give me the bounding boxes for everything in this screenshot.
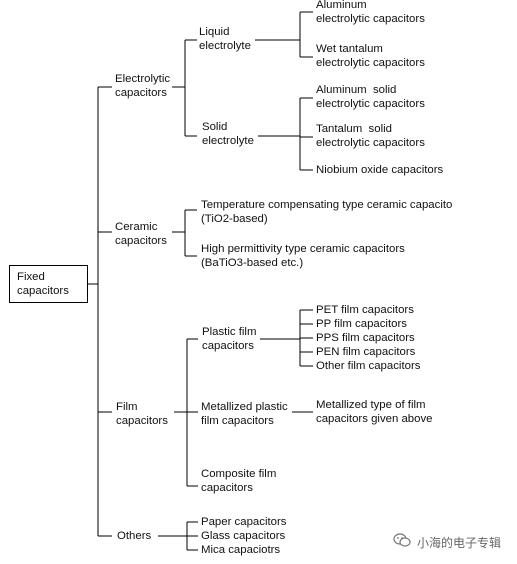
leaf-paper-capacitors: Paper capacitors (201, 516, 287, 528)
subcategory-metallized-plastic: Metallized plastic film capacitors (201, 401, 288, 427)
leaf-aluminum-solid: Aluminum solid electrolytic capacitors (316, 84, 425, 110)
wechat-icon (393, 533, 411, 551)
category-ceramic: Ceramic capacitors (115, 221, 167, 247)
category-others: Others (117, 530, 152, 542)
leaf-tantalum-solid: Tantalum solid electrolytic capacitors (316, 123, 425, 149)
root-node-box (9, 265, 88, 303)
leaf-pen-film: PEN film capacitors (316, 346, 416, 358)
leaf-aluminum-electrolytic: Aluminum electrolytic capacitors (316, 0, 425, 25)
watermark: 小海的电子专辑 (393, 532, 501, 552)
leaf-wet-tantalum: Wet tantalum electrolytic capacitors (316, 43, 425, 69)
root-node-label: Fixed capacitors (17, 271, 69, 297)
leaf-niobium-oxide: Niobium oxide capacitors (316, 164, 444, 176)
leaf-pet-film: PET film capacitors (316, 304, 414, 316)
leaf-pp-film: PP film capacitors (316, 318, 407, 330)
leaf-high-permittivity: High permittivity type ceramic capacitor… (201, 243, 405, 269)
leaf-glass-capacitors: Glass capacitors (201, 530, 286, 542)
subcategory-solid-electrolyte: Solid electrolyte (202, 121, 254, 147)
watermark-text: 小海的电子专辑 (417, 535, 502, 550)
leaf-mica-capacitors: Mica capaciotrs (201, 544, 281, 556)
subcategory-plastic-film: Plastic film capacitors (202, 326, 257, 352)
category-film: Film capacitors (116, 401, 168, 427)
leaf-metallized-type: Metallized type of film capacitors given… (316, 399, 433, 425)
category-electrolytic: Electrolytic capacitors (115, 73, 171, 99)
subcategory-liquid-electrolyte: Liquid electrolyte (199, 26, 251, 52)
leaf-pps-film: PPS film capacitors (316, 332, 415, 344)
leaf-other-film: Other film capacitors (316, 360, 421, 372)
subcategory-composite-film: Composite film capacitors (201, 468, 277, 494)
leaf-temperature-compensating: Temperature compensating type ceramic ca… (201, 199, 453, 225)
